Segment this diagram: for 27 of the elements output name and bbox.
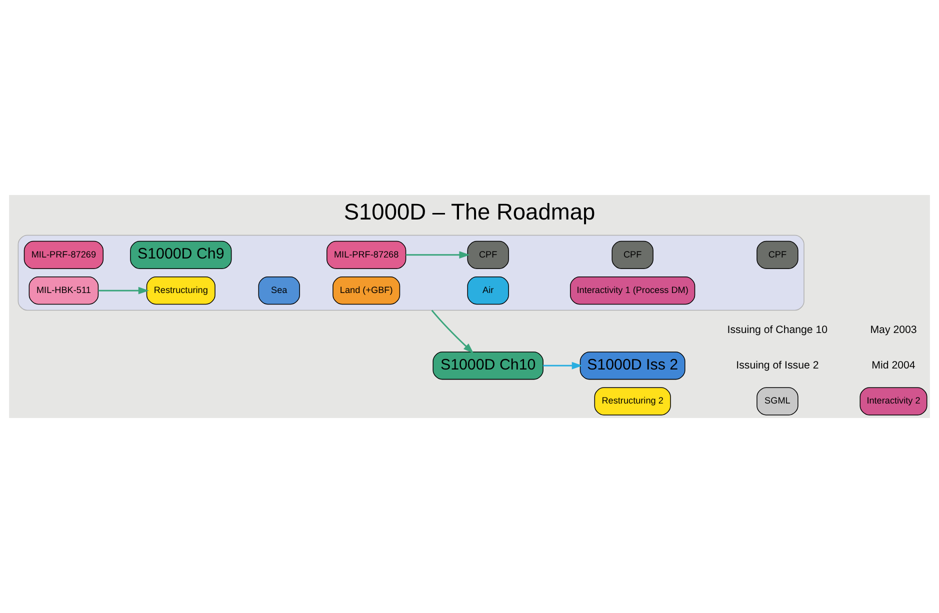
node-box: Restructuring 2: [594, 387, 671, 416]
node-box: MIL-HBK-511: [28, 276, 99, 305]
node-box: CPF: [756, 240, 798, 269]
node-box: Air: [467, 276, 509, 305]
arrow: [431, 310, 474, 354]
node-box: CPF: [467, 240, 509, 269]
node-box: CPF: [612, 240, 654, 269]
arrow: [406, 251, 470, 259]
node-box: SGML: [756, 387, 798, 416]
node-box: MIL-PRF-87268: [326, 240, 406, 269]
label: Issuing of Change 10: [727, 324, 828, 336]
arrow: [543, 362, 582, 370]
node-box: Interactivity 1 (Process DM): [570, 276, 696, 305]
node-box: MIL-PRF-87269: [24, 240, 104, 269]
node-box: Land (+GBF): [332, 276, 400, 305]
diagram-title: S1000D – The Roadmap: [344, 198, 596, 224]
node-box: Restructuring: [146, 276, 216, 305]
node-box: S1000D Ch9: [130, 240, 232, 269]
arrow: [98, 286, 150, 294]
label: Mid 2004: [872, 359, 916, 372]
node-box: S1000D Iss 2: [580, 352, 686, 380]
node-box: Interactivity 2: [860, 387, 928, 416]
cluster: [18, 234, 804, 311]
label: Issuing of Issue 2: [736, 359, 819, 372]
node-box: Sea: [258, 276, 300, 305]
label: May 2003: [870, 324, 917, 336]
node-box: S1000D Ch10: [432, 352, 544, 380]
